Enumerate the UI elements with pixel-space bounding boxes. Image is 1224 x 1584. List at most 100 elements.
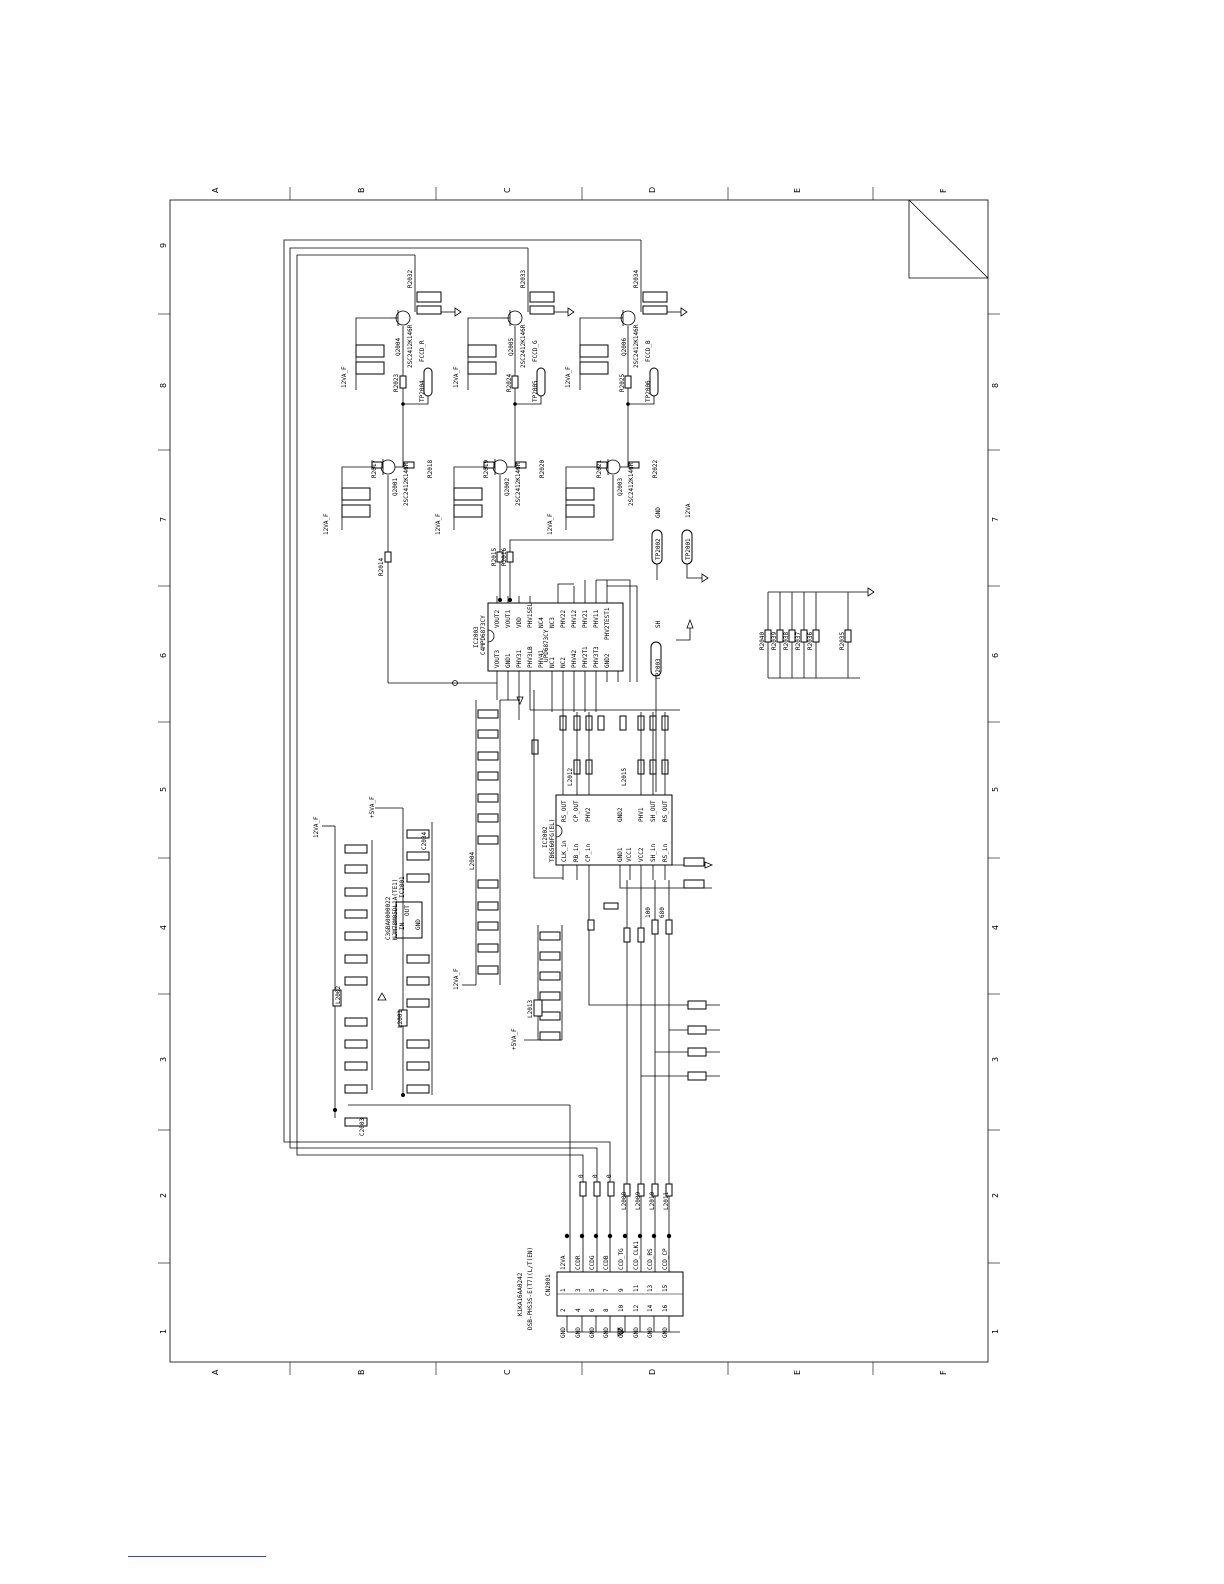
svg-text:VOUT1: VOUT1 [505,610,512,628]
ic2001-body [395,901,423,939]
svg-text:3: 3 [575,1288,582,1292]
grid-row-8-left: 8 [159,383,168,388]
label-l2010: L2010 [649,1192,656,1210]
label-v5-left: +5VA_F [369,796,376,818]
label-cn2001-part1: K1KA16AA0242 [517,1272,524,1316]
grid-col-a-top: A [211,187,220,193]
cap-cluster-lower: L2013 +5VA_F [511,925,563,1050]
label-l2004: L2004 [469,852,476,870]
svg-text:15: 15 [662,1284,669,1292]
svg-text:RB_in: RB_in [573,844,580,862]
label-ic2003-ref: IC2003 [473,626,480,648]
decoupling-column: L2004 12VA_F IC2002 [453,696,539,990]
label-r2025: R2025 [619,374,626,392]
svg-text:PHV3T3: PHV3T3 [593,646,600,668]
testpoint-gnd-12va: TP2002 GND TP2001 12VA [651,503,709,583]
svg-text:GND1: GND1 [617,847,624,862]
svg-text:PHV22: PHV22 [560,610,567,628]
grid-row-7-left: 7 [159,517,168,522]
label-r2032: R2032 [407,270,414,288]
svg-text:CP_OUT: CP_OUT [573,800,580,822]
ic2002-pin-labels: RS_OUT CP_OUT PHV2 GND2 PHV1 SH_OUT RS_O… [561,800,669,862]
grid-row-6-left: 6 [159,653,168,658]
label-r2016: R2016 [501,548,508,566]
label-v12-col: 12VA_F [453,968,460,990]
label-r2040: R2040 [759,632,766,650]
svg-text:NC2: NC2 [560,657,567,668]
svg-text:PHV1: PHV1 [638,807,645,822]
label-l2001: L2001 [397,1010,404,1028]
driver-stage-1: Q2001 2SC2412K146R R2017 R2018 R2014 12V… [323,455,434,683]
svg-text:GND2: GND2 [617,807,624,822]
connector-cn2001: CN2001 K1KA16AA0242 DSB-PHS3S-E(T7)(L/T(… [517,1174,684,1338]
svg-text:SH_in: SH_in [650,844,657,862]
svg-text:VCC2: VCC2 [638,847,645,862]
label-tp2004: TP2004 [419,380,426,402]
svg-text:CP_in: CP_in [585,844,592,862]
svg-text:CCDR: CCDR [575,1255,582,1270]
label-q2001-part: 2SC2412K146R [403,462,410,506]
label-val-680: 680 [659,907,666,918]
driver-stage-2: Q2002 2SC2412K146R R2019 R2020 R2015 12V… [435,455,546,600]
grid-row-7-right: 7 [991,517,1000,522]
svg-text:12VA: 12VA [560,1255,567,1270]
label-r2019: R2019 [483,460,490,478]
svg-text:NC3: NC3 [549,617,556,628]
ic2003-block: IC2003 C4MPD6873CY UPD6873CY VOUT2 VOUT1… [388,579,638,720]
label-r2033: R2033 [520,270,527,288]
label-tp2006: TP2006 [645,380,652,402]
svg-text:1: 1 [560,1288,567,1292]
label-v12-g: 12VA_F [453,366,460,388]
testpoint-sh: TP2003 SH [650,618,694,792]
svg-text:GND1: GND1 [505,653,512,668]
label-r2037: R2037 [795,632,802,650]
grid-col-e-top: E [793,188,802,193]
label-tp2002: TP2002 [655,538,662,560]
label-l2009: L2009 [635,1192,642,1210]
svg-text:CCDG: CCDG [589,1255,596,1270]
svg-text:5: 5 [589,1288,596,1292]
label-l2013: L2013 [527,1000,534,1018]
label-r2020: R2020 [539,460,546,478]
svg-text:PHV3LB: PHV3LB [527,646,534,668]
grid-col-d-top: D [648,187,657,193]
label-r2018: R2018 [427,460,434,478]
label-q2004-part: 2SC2412K146R [407,324,414,368]
ic2002-body [555,794,673,866]
svg-text:PHV2TEST1: PHV2TEST1 [604,607,611,640]
label-tp2001-net: 12VA [685,503,692,518]
svg-text:RS_OUT: RS_OUT [561,800,568,822]
svg-text:CCDB: CCDB [603,1255,610,1270]
label-v5-lower: +5VA_F [511,1028,518,1050]
grid-col-e-bottom: E [793,1370,802,1375]
svg-text:12: 12 [633,1304,640,1312]
label-cn2001: CN2001 [545,1274,552,1296]
signal-bus-lines [283,239,641,1275]
label-q2005-part: 2SC2412K146R [520,324,527,368]
svg-text:PHV2: PHV2 [585,807,592,822]
grid-col-f-bottom: F [939,1370,948,1375]
ic2003-pin-labels: VOUT2 VOUT1 VDD PHV1SEL NC4 NC3 PHV22 PH… [494,602,611,668]
label-l2002: L2002 [335,986,342,1004]
svg-text:CCD_TG: CCD_TG [618,1248,625,1270]
svg-text:10: 10 [618,1304,625,1312]
label-v12-d3: 12VA_F [547,513,554,535]
label-val-100: 100 [645,907,652,918]
left-caps-col1 [344,844,368,1127]
svg-text:RS_in: RS_in [662,844,669,862]
grid-row-3-right: 3 [991,1057,1000,1062]
grid-col-b-bottom: B [357,1370,366,1376]
grid-row-1-left: 1 [159,1329,168,1334]
svg-text:VCC1: VCC1 [626,847,633,862]
label-r2039: R2039 [771,632,778,650]
left-cap-bank: 12VA_F +5VA_F L2002 L2001 C2034 C2003 [313,796,433,1136]
grid-col-c-bottom: C [503,1369,512,1375]
label-cn2001-part2: DSB-PHS3S-E(T7)(L/T(EN) [527,1247,534,1330]
label-c2034: C2034 [421,832,428,850]
label-q2005: Q2005 [508,338,515,356]
grid-col-f-top: F [939,188,948,193]
grid-col-a-bottom: A [211,1369,220,1375]
left-caps-col2 [406,829,430,1094]
svg-text:14: 14 [647,1304,654,1312]
svg-text:9: 9 [618,1288,625,1292]
